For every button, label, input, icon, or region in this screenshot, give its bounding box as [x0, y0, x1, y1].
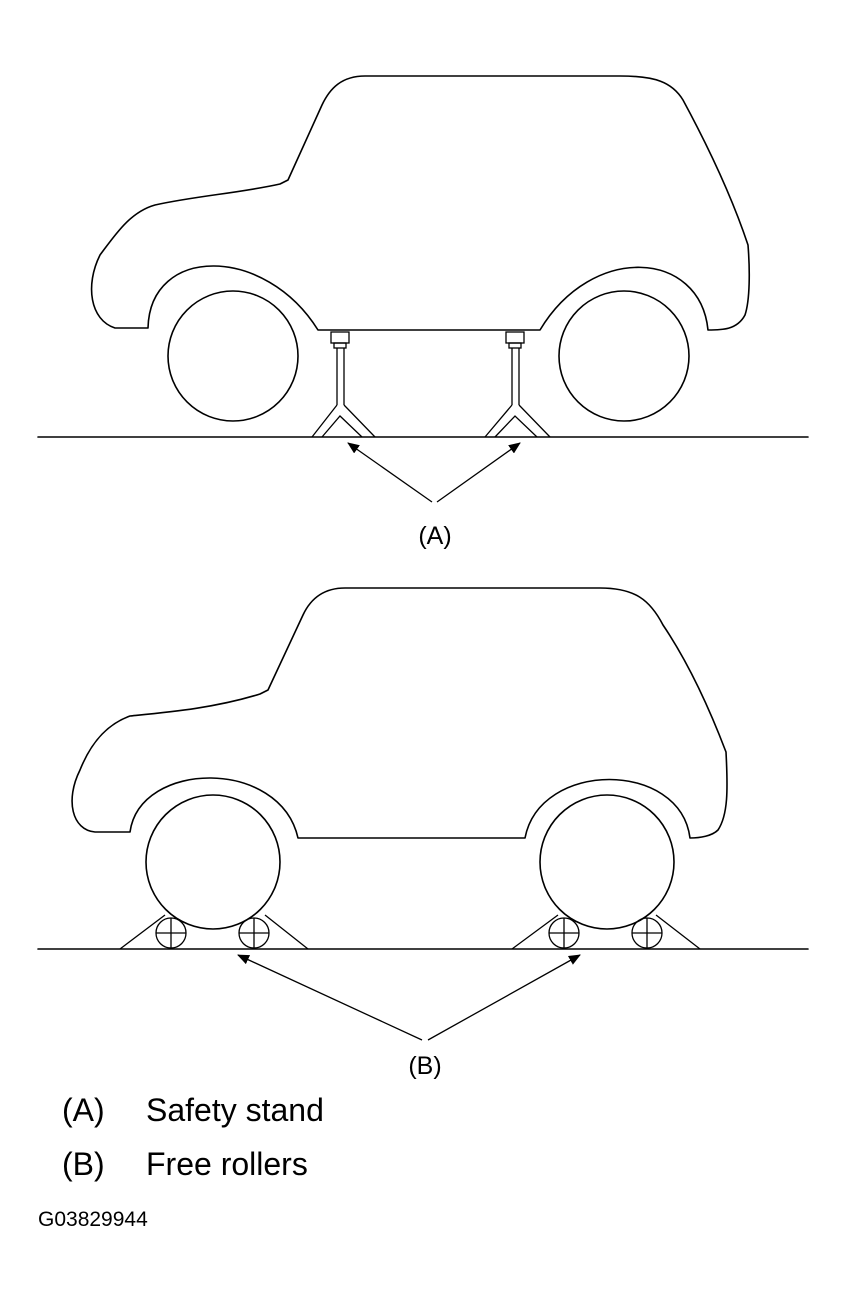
rear-wheel-bottom — [539, 794, 675, 930]
arrow-a-right — [436, 442, 521, 503]
label-b: (B) — [408, 1052, 441, 1080]
safety-stand-left — [311, 331, 376, 438]
vehicle-on-free-rollers: (B) — [37, 587, 809, 1080]
vehicle-body-top — [90, 75, 751, 331]
legend-text-a: Safety stand — [146, 1092, 324, 1128]
free-roller-front — [119, 914, 309, 950]
legend-item-b: (B) Free rollers — [62, 1146, 308, 1183]
legend-item-a: (A) Safety stand — [62, 1092, 324, 1129]
free-roller-rear — [511, 914, 701, 950]
arrow-b-right — [427, 954, 581, 1041]
arrow-a-left — [347, 442, 433, 503]
vehicle-on-safety-stands: (A) — [37, 75, 809, 550]
vehicle-body-bottom — [71, 587, 728, 839]
legend-key-b: (B) — [62, 1146, 105, 1182]
rear-wheel-top — [558, 290, 690, 422]
legend-key-a: (A) — [62, 1092, 105, 1128]
legend-text-b: Free rollers — [146, 1146, 308, 1182]
front-wheel-top — [167, 290, 299, 422]
front-wheel-bottom — [145, 794, 281, 930]
safety-stand-right — [484, 331, 551, 438]
figure-code: G03829944 — [38, 1208, 148, 1231]
label-a: (A) — [418, 522, 451, 550]
arrow-b-left — [237, 954, 423, 1041]
